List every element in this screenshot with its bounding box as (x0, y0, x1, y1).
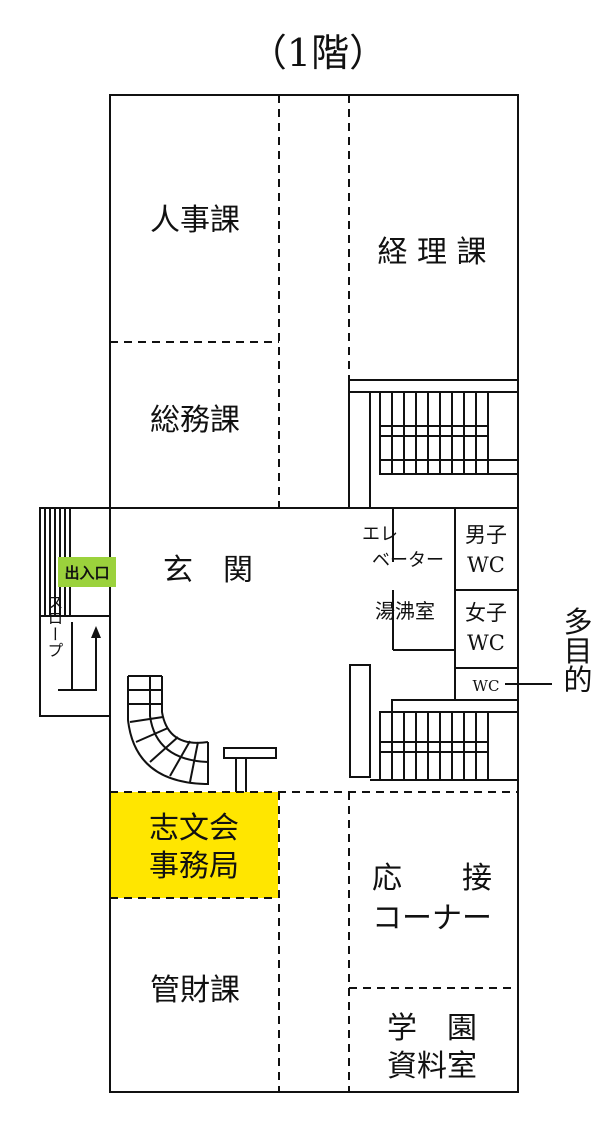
room-gakuen-label-2: 資料室 (387, 1049, 477, 1084)
shibunkai-highlight (110, 792, 278, 898)
room-men-wc-label-1: 男子 (465, 523, 507, 547)
entrance-badge (58, 557, 116, 587)
room-women-wc-label-2: WC (467, 631, 505, 655)
slope-arrow-icon (91, 626, 101, 638)
room-gakuen-label-1: 学 園 (387, 1011, 477, 1046)
room-men-wc-label-2: WC (467, 553, 505, 577)
upper-staircase (348, 379, 519, 508)
room-shibunkai-label-2: 事務局 (149, 849, 239, 884)
room-yuwakashi-label: 湯沸室 (375, 599, 435, 623)
reception-counter (223, 747, 277, 792)
room-ousetsu-label-2: コーナー (372, 901, 492, 936)
interior-walls (110, 507, 518, 778)
room-genkan-label: 玄 関 (163, 553, 253, 588)
lower-staircase (370, 699, 519, 781)
slope-label: スロープ (45, 594, 64, 658)
slope-outline (39, 615, 110, 717)
dashed-partitions (110, 95, 518, 1092)
curved-staircase (127, 675, 209, 785)
room-keiri-label: 経 理 課 (377, 235, 486, 270)
room-elevator-label-1: エレ (362, 524, 398, 545)
entrance-label: 出入口 (64, 564, 109, 582)
room-ousetsu-label-1: 応 接 (372, 861, 492, 896)
multi-purpose-label: 多目的 (559, 606, 593, 693)
room-jinji-label: 人事課 (150, 203, 240, 238)
outer-walls (109, 94, 519, 1093)
room-multi-wc-label: WC (473, 677, 500, 695)
room-shibunkai-label-1: 志文会 (149, 811, 239, 846)
floor-title: （1階） (249, 31, 387, 75)
room-women-wc-label-1: 女子 (465, 601, 507, 625)
room-elevator-label-2: ベーター (372, 550, 444, 571)
room-somu-label: 総務課 (150, 403, 240, 438)
room-kanzai-label: 管財課 (150, 973, 240, 1008)
